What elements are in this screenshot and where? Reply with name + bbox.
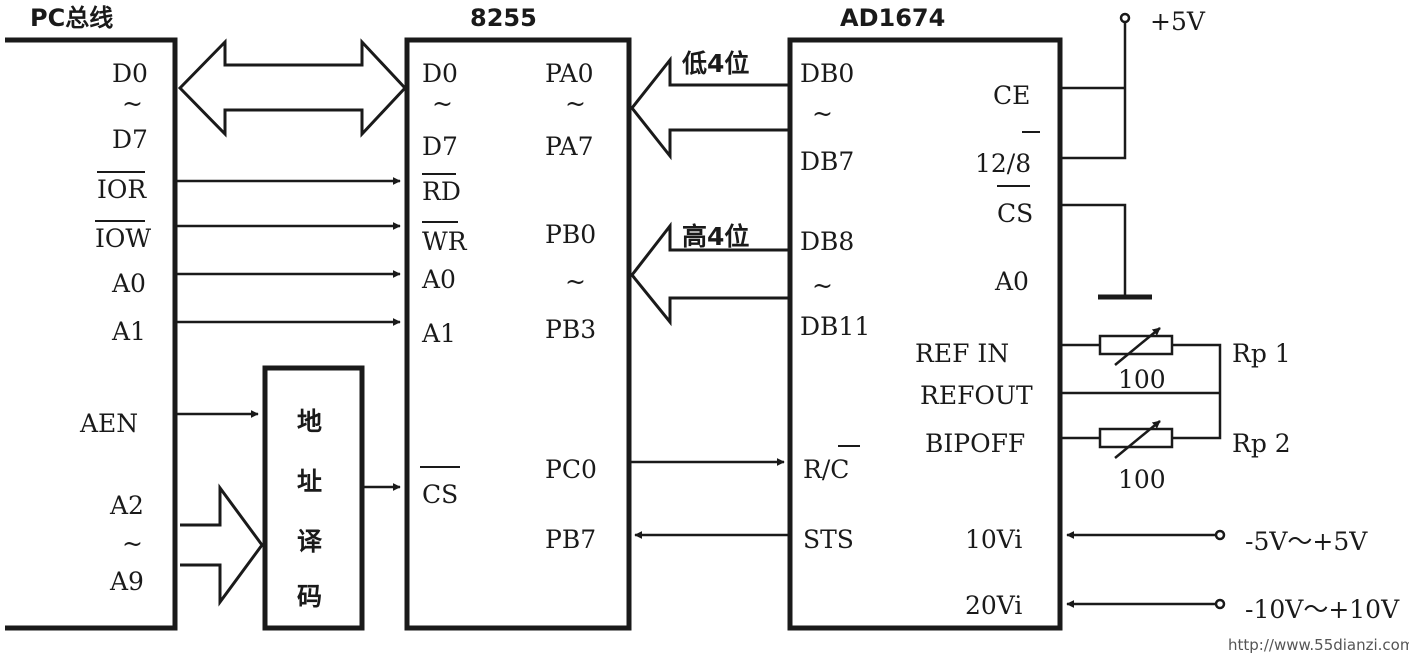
decoder-char-2: 址 [297, 467, 322, 496]
chip-8255-pin-pb0: PB0 [545, 220, 596, 249]
pc-bus-pin-d7: D7 [112, 125, 148, 154]
decoder-char-1: 地 [297, 407, 322, 436]
resistor-rp1 [1098, 327, 1174, 366]
ad1674-pin-a0: A0 [994, 267, 1029, 296]
decoder-char-4: 码 [297, 582, 322, 611]
ad1674-pin-ce: CE [993, 81, 1030, 110]
ad1674-pin-tilde-2: ~ [812, 271, 833, 300]
wire-cs-ground [1060, 203, 1127, 296]
pc-bus-pin-tilde-2: ~ [122, 529, 143, 558]
pc-bus-pin-iow: IOW [95, 224, 151, 253]
chip-ad1674-box [787, 37, 1063, 631]
ad1674-pin-12-8: 12/8 [975, 149, 1031, 178]
chip-8255-pin-tilde-pb: ~ [565, 267, 586, 296]
resistor-rp2 [1098, 420, 1174, 459]
watermark: http://www.55dianzi.com [1228, 636, 1409, 654]
chip-8255-pin-pb7: PB7 [545, 525, 596, 554]
ad1674-pin-db8: DB8 [800, 227, 854, 256]
address-bus-arrow [180, 483, 264, 607]
low-nibble-arrow [630, 55, 790, 161]
decoder-box [262, 365, 365, 631]
ad1674-pin-db11: DB11 [800, 312, 870, 341]
chip-8255-pin-d0: D0 [422, 59, 458, 88]
low-nibble-label: 低4位 [681, 49, 749, 78]
chip-8255-pin-a1: A1 [421, 319, 456, 348]
chip-8255: 8255 D0 ~ D7 RD WR A0 A1 CS PA0 ~ PA7 PB… [404, 4, 632, 631]
ad1674-pin-refout: REFOUT [920, 381, 1033, 410]
ad1674-pin-bipoff: BIPOFF [925, 429, 1025, 458]
data-bus-arrow [177, 38, 408, 138]
chip-8255-box [404, 37, 632, 631]
chip-8255-pin-cs: CS [422, 480, 458, 509]
rp1-label: Rp 1 [1232, 339, 1291, 368]
chip-8255-pin-tilde: ~ [432, 89, 453, 118]
wire-supply [1060, 22, 1127, 160]
supply-terminal [1119, 12, 1131, 24]
ad1674-pin-db0: DB0 [800, 59, 854, 88]
chip-8255-pin-rd: RD [422, 177, 461, 206]
rp1-value: 100 [1118, 365, 1166, 394]
ad1674-pin-db7: DB7 [800, 147, 854, 176]
address-decoder: 地 址 译 码 [262, 365, 365, 631]
pc-bus: PC总线 D0 ~ D7 IOR IOW A0 A1 AEN A2 ~ A9 [5, 4, 178, 631]
pc-bus-pin-a1: A1 [111, 317, 146, 346]
pc-bus-pin-a0: A0 [111, 269, 146, 298]
pc-bus-outline [5, 37, 178, 631]
resistor-rp1-body [1098, 334, 1174, 356]
pc-bus-title: PC总线 [30, 4, 113, 32]
rp2-value: 100 [1118, 465, 1166, 494]
wire-ref-in [1060, 343, 1222, 440]
chip-8255-pin-pa7: PA7 [545, 132, 594, 161]
ad1674-pin-sts: STS [803, 525, 854, 554]
pc-bus-pin-aen: AEN [79, 409, 138, 438]
chip-8255-pin-a0: A0 [421, 265, 456, 294]
ad1674-pin-10vi: 10Vi [965, 525, 1022, 554]
input-10v-terminal [1214, 529, 1226, 541]
pc-bus-pin-tilde: ~ [122, 89, 143, 118]
ad1674-pin-20vi: 20Vi [965, 591, 1022, 620]
ad1674-pin-rc: R/C [803, 455, 849, 484]
chip-8255-pin-pb3: PB3 [545, 315, 596, 344]
chip-8255-pin-wr: WR [422, 227, 468, 256]
ad1674-pin-tilde: ~ [812, 99, 833, 128]
chip-8255-pin-pa0: PA0 [545, 59, 594, 88]
ad1674-pin-cs: CS [997, 199, 1033, 228]
chip-8255-title: 8255 [470, 4, 537, 32]
chip-ad1674: AD1674 DB0 ~ DB7 DB8 ~ DB11 R/C STS CE 1… [787, 4, 1063, 631]
high-nibble-label: 高4位 [682, 222, 749, 251]
pc-bus-pin-a2: A2 [109, 491, 144, 520]
ad1674-pin-ref-in: REF IN [915, 339, 1009, 368]
input-20v-terminal [1214, 598, 1226, 610]
rp2-label: Rp 2 [1232, 429, 1291, 458]
pc-bus-pin-a9: A9 [109, 567, 144, 596]
input-20v-label: -10V～+10V [1245, 595, 1400, 624]
chip-ad1674-title: AD1674 [840, 4, 945, 32]
chip-8255-pin-tilde-pa: ~ [565, 89, 586, 118]
chip-8255-pin-d7: D7 [422, 132, 458, 161]
input-10v-label: -5V～+5V [1245, 527, 1368, 556]
pc-bus-pin-d0: D0 [112, 59, 148, 88]
chip-8255-pin-pc0: PC0 [545, 455, 597, 484]
resistor-rp2-body [1098, 427, 1174, 449]
pc-bus-pin-ior: IOR [97, 175, 147, 204]
resistor-rp2-wiper [1114, 420, 1161, 459]
supply-label: +5V [1150, 7, 1206, 36]
resistor-rp1-wiper [1114, 327, 1161, 366]
decoder-char-3: 译 [297, 527, 323, 556]
high-nibble-arrow [630, 221, 790, 327]
